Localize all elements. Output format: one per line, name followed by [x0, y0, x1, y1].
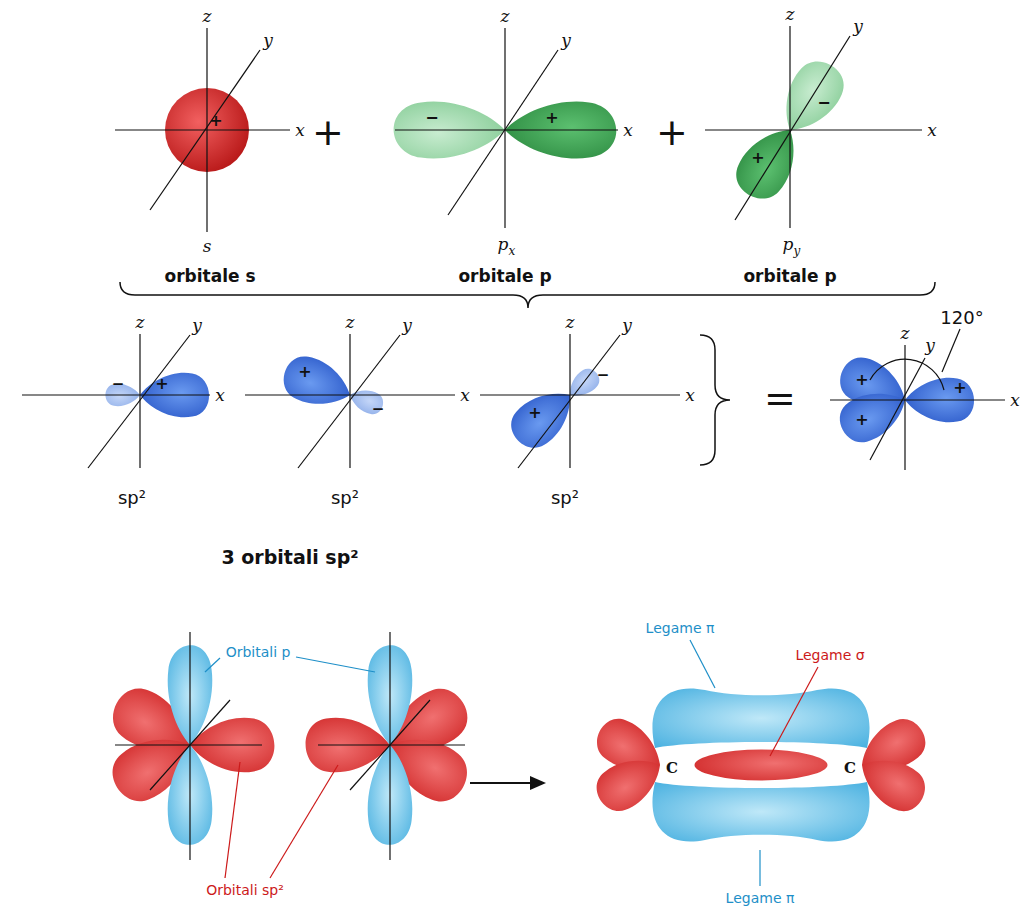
callout-label: Legame σ: [795, 648, 864, 662]
brace: [700, 335, 730, 465]
axis-label: y: [925, 337, 935, 354]
phase-sign: +: [751, 150, 764, 166]
axis-label: z: [566, 314, 575, 331]
phase-sign: +: [855, 372, 868, 388]
axis-label: x: [1010, 392, 1020, 409]
plus-operator: +: [312, 113, 344, 151]
orbital-caption: orbitale p: [458, 268, 551, 285]
phase-sign: +: [155, 376, 168, 392]
sp2-orbital: [245, 334, 455, 468]
leader-line: [690, 640, 818, 886]
orbital-symbol: p: [783, 236, 794, 253]
ethylene-bond: [589, 688, 933, 841]
axis-label: y: [192, 317, 202, 334]
sp2-orbital: [480, 334, 680, 468]
phase-sign: −: [372, 402, 385, 417]
orbital-caption: orbitale p: [743, 268, 836, 285]
phase-sign: −: [817, 95, 830, 111]
axis-label: x: [623, 122, 633, 139]
axis-label: z: [136, 314, 145, 331]
atom-symbol: C: [844, 761, 856, 776]
axis-label: z: [901, 325, 910, 342]
axis-label: y: [561, 32, 571, 49]
axis-label: y: [853, 18, 863, 35]
orbital-caption: sp²: [331, 489, 359, 507]
axis-label: x: [685, 387, 695, 404]
carbon-atom: [103, 632, 274, 860]
py-orbital: [705, 26, 922, 228]
callout-label: Orbitali sp²: [206, 883, 284, 897]
orbital-symbol: p: [498, 236, 509, 253]
plus-operator: +: [656, 113, 688, 151]
orbital-subscript: y: [794, 245, 801, 257]
reaction-arrow: [470, 776, 546, 790]
s-orbital: [115, 28, 290, 232]
axis-label: x: [460, 387, 470, 404]
axis-label: y: [402, 317, 412, 334]
atom-symbol: C: [666, 761, 678, 776]
px-orbital: [394, 28, 618, 228]
phase-sign: +: [545, 110, 558, 126]
phase-sign: +: [528, 405, 541, 421]
leader-line: [225, 762, 338, 878]
axis-label: z: [203, 8, 212, 25]
carbon-atom: [306, 632, 477, 860]
sp2-combined: [830, 329, 1005, 470]
section-caption: 3 orbitali sp²: [221, 548, 358, 567]
phase-sign: −: [425, 110, 438, 126]
brace: [120, 282, 935, 308]
phase-sign: −: [597, 368, 610, 383]
sp2-orbital: [22, 334, 210, 468]
phase-sign: −: [112, 377, 125, 392]
orbital-symbol: s: [203, 238, 212, 255]
axis-label: x: [215, 387, 225, 404]
orbital-subscript: x: [509, 245, 516, 257]
angle-label: 120°: [940, 309, 983, 327]
axis-label: x: [295, 122, 305, 139]
leader-line: [205, 657, 375, 672]
callout-label: Legame π: [646, 621, 715, 635]
phase-sign: +: [209, 113, 222, 129]
phase-sign: +: [953, 380, 966, 396]
callout-label: Legame π: [726, 891, 795, 905]
axis-label: y: [263, 32, 273, 49]
phase-sign: +: [855, 412, 868, 428]
axis-label: z: [501, 8, 510, 25]
axis-label: z: [346, 314, 355, 331]
phase-sign: +: [298, 364, 311, 380]
orbital-caption: orbitale s: [164, 268, 255, 285]
callout-label: Orbitali p: [226, 645, 291, 659]
orbital-caption: sp²: [551, 489, 579, 507]
orbital-caption: sp²: [118, 489, 146, 507]
axis-label: x: [927, 122, 937, 139]
axis-label: y: [622, 317, 632, 334]
axis-label: z: [786, 6, 795, 23]
equals-operator: =: [764, 379, 796, 417]
